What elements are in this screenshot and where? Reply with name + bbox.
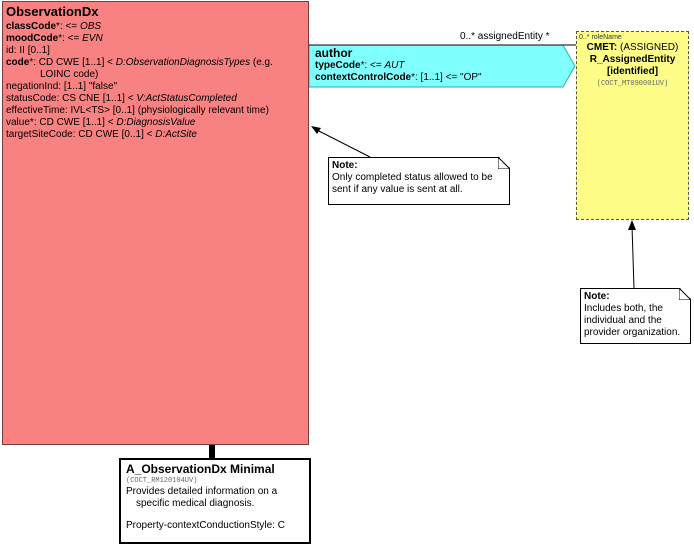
class-attribute: id: II [0..1] <box>6 45 50 56</box>
class-title: ObservationDx <box>6 4 99 19</box>
class-attribute: LOINC code) <box>40 69 99 80</box>
entry-description: Provides detailed information on a <box>126 486 278 497</box>
association-title: author <box>315 46 353 60</box>
role-multiplicity-label: 0..* assignedEntity * <box>460 31 550 42</box>
class-attribute: targetSiteCode: CD CWE [0..1] < D:ActSit… <box>6 129 197 140</box>
cmet-assigned-entity[interactable]: 0..* roleName CMET: (ASSIGNED) R_Assigne… <box>576 31 689 220</box>
note-title: Note: <box>332 160 358 171</box>
note2-pointer <box>631 225 635 289</box>
context-control-code-attr: contextControlCode*: [1..1] <= "OP" <box>315 72 482 83</box>
entry-description-cont: specific medical diagnosis. <box>136 498 255 509</box>
class-attribute: statusCode: CS CNE [1..1] < V:ActStatusC… <box>6 93 237 104</box>
note-fold-icon <box>679 288 691 300</box>
note-completed-status: Note: Only completed status allowed to b… <box>328 157 510 205</box>
note-title: Note: <box>584 291 610 302</box>
note-text: Only completed status allowed to be sent… <box>332 172 493 195</box>
note-individual-provider: Note: Includes both, the individual and … <box>580 288 691 344</box>
author-association-label[interactable]: author typeCode*: <= AUT contextControlC… <box>315 46 570 84</box>
entry-title: A_ObservationDx Minimal <box>126 462 275 476</box>
note-text: Includes both, the individual and the pr… <box>584 303 681 338</box>
type-code-attr: typeCode*: <= AUT <box>315 60 405 71</box>
role-name-label: 0..* roleName <box>579 34 622 41</box>
entry-conduction-style: Property-contextConductionStyle: C <box>126 520 285 531</box>
class-attribute: negationInd: [1..1] "false" <box>6 81 118 92</box>
note-fold-icon <box>498 157 510 169</box>
cmet-title: CMET: (ASSIGNED) <box>586 42 679 53</box>
class-attribute: effectiveTime: IVL<TS> [0..1] (physiolog… <box>6 105 269 116</box>
class-attribute: classCode*: <= OBS <box>6 21 102 32</box>
cmet-code: (COCT_MT090001UV) <box>596 80 669 88</box>
entry-code: (COCT_RM120104UV) <box>126 477 198 485</box>
class-attribute: moodCode*: <= EVN <box>6 33 103 44</box>
class-attribute: code*: CD CWE [1..1] < D:ObservationDiag… <box>6 57 273 68</box>
cmet-flavor: [identified] <box>606 66 659 77</box>
note1-pointer <box>312 127 371 158</box>
entry-point-box[interactable]: A_ObservationDx Minimal (COCT_RM120104UV… <box>119 458 311 544</box>
cmet-name: R_AssignedEntity <box>589 54 676 65</box>
class-attribute: value*: CD CWE [1..1] < D:DiagnosisValue <box>6 117 196 128</box>
